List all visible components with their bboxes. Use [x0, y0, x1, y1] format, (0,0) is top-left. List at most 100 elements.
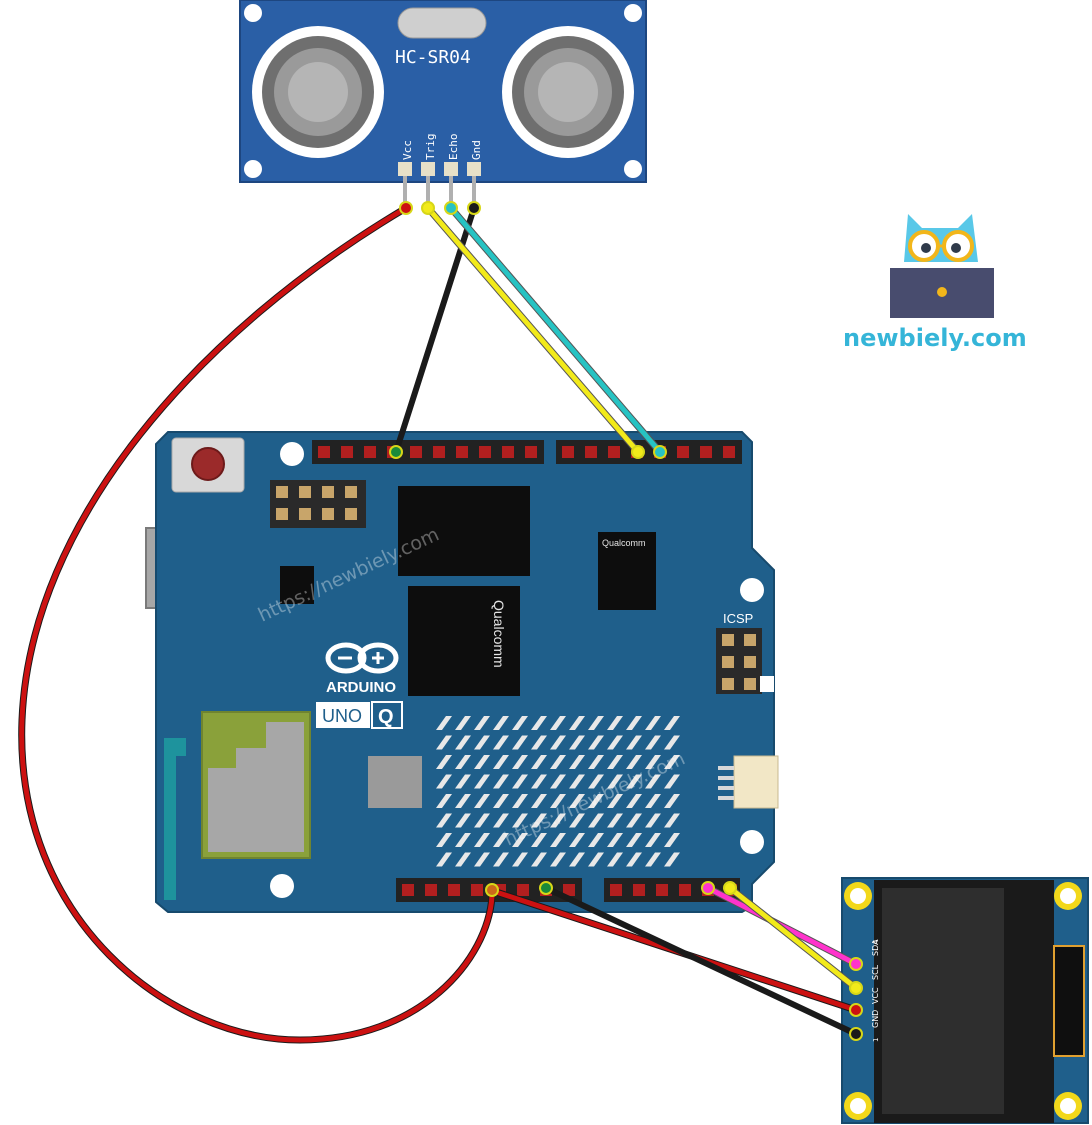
sensor-pin-vcc[interactable]	[398, 162, 412, 176]
header-pin[interactable]	[679, 884, 691, 896]
led	[531, 852, 547, 867]
small-header-pin[interactable]	[345, 508, 357, 520]
oled-pin-number-4: 4	[872, 939, 880, 944]
led	[664, 813, 680, 828]
led	[436, 852, 452, 867]
mounting-hole	[270, 874, 294, 898]
header-pin[interactable]	[517, 884, 529, 896]
header-pin[interactable]	[479, 446, 491, 458]
header-pin[interactable]	[608, 446, 620, 458]
wire-scl[interactable]	[727, 885, 859, 991]
led	[569, 833, 585, 847]
led	[455, 833, 471, 847]
header-pin[interactable]	[364, 446, 376, 458]
header-pin[interactable]	[448, 884, 460, 896]
small-header-pin[interactable]	[322, 486, 334, 498]
wire-vcc[interactable]	[19, 205, 495, 1043]
led	[645, 735, 661, 750]
led	[550, 774, 566, 789]
led	[531, 813, 547, 828]
header-pin[interactable]	[425, 884, 437, 896]
led	[626, 794, 642, 808]
header-pin[interactable]	[677, 446, 689, 458]
led	[436, 833, 452, 847]
small-header-pin[interactable]	[276, 508, 288, 520]
oled-pin-number-1: 1	[872, 1038, 880, 1042]
icsp-pin[interactable]	[744, 678, 756, 690]
icsp-notch	[760, 676, 774, 692]
header-pin[interactable]	[585, 446, 597, 458]
led	[626, 755, 642, 769]
oled-ribbon	[1053, 945, 1085, 1057]
led	[664, 755, 680, 769]
mounting-hole	[624, 160, 642, 178]
led	[455, 755, 471, 769]
mounting-hole	[624, 4, 642, 22]
led	[645, 716, 661, 730]
header-pin[interactable]	[433, 446, 445, 458]
header-pin[interactable]	[723, 446, 735, 458]
led	[512, 794, 528, 808]
reset-button[interactable]	[171, 437, 245, 493]
led	[512, 852, 528, 867]
icsp-pin[interactable]	[722, 634, 734, 646]
led	[531, 833, 547, 847]
header-pin[interactable]	[456, 446, 468, 458]
led	[626, 735, 642, 750]
icsp-pin[interactable]	[744, 656, 756, 668]
led	[569, 774, 585, 789]
header-pin[interactable]	[610, 884, 622, 896]
led	[607, 755, 623, 769]
wire-oled-gnd[interactable]	[543, 885, 859, 1037]
small-header-pin[interactable]	[322, 508, 334, 520]
sensor-model-label: HC-SR04	[395, 47, 471, 68]
wire-trig[interactable]	[425, 205, 641, 455]
wire-end	[444, 201, 458, 215]
header-pin[interactable]	[562, 446, 574, 458]
sensor-pin-trig[interactable]	[421, 162, 435, 176]
led	[455, 735, 471, 750]
header-pin[interactable]	[502, 446, 514, 458]
header-pin[interactable]	[563, 884, 575, 896]
header-pin[interactable]	[410, 446, 422, 458]
chip-qualcomm-small	[598, 532, 656, 610]
header-pin[interactable]	[656, 884, 668, 896]
wire-end	[849, 1003, 863, 1017]
led	[455, 774, 471, 789]
small-header-pin[interactable]	[345, 486, 357, 498]
sensor-pin-echo[interactable]	[444, 162, 458, 176]
small-header-pin[interactable]	[299, 486, 311, 498]
led	[531, 716, 547, 730]
led	[550, 735, 566, 750]
icsp-pin[interactable]	[722, 656, 734, 668]
chip-qualcomm-main-label: Qualcomm	[491, 600, 507, 668]
header-pin[interactable]	[402, 884, 414, 896]
header-pin[interactable]	[633, 884, 645, 896]
header-pin[interactable]	[318, 446, 330, 458]
icsp-pin[interactable]	[722, 678, 734, 690]
led	[569, 755, 585, 769]
wire-echo[interactable]	[448, 205, 663, 455]
led	[607, 813, 623, 828]
sensor-pin-gnd[interactable]	[467, 162, 481, 176]
small-header-pin[interactable]	[299, 508, 311, 520]
led	[626, 774, 642, 789]
icsp-pin[interactable]	[744, 634, 756, 646]
led	[588, 755, 604, 769]
led	[588, 833, 604, 847]
wire-end	[849, 1027, 863, 1041]
header-pin[interactable]	[700, 446, 712, 458]
led	[512, 774, 528, 789]
mounting-hole	[244, 4, 262, 22]
led	[550, 852, 566, 867]
header-pin[interactable]	[471, 884, 483, 896]
icsp-header	[716, 628, 774, 694]
mounting-hole	[740, 830, 764, 854]
icsp-label: ICSP	[723, 611, 753, 626]
led	[664, 774, 680, 789]
led	[493, 852, 509, 867]
small-header-pin[interactable]	[276, 486, 288, 498]
header-pin[interactable]	[341, 446, 353, 458]
header-pin[interactable]	[525, 446, 537, 458]
led	[645, 774, 661, 789]
